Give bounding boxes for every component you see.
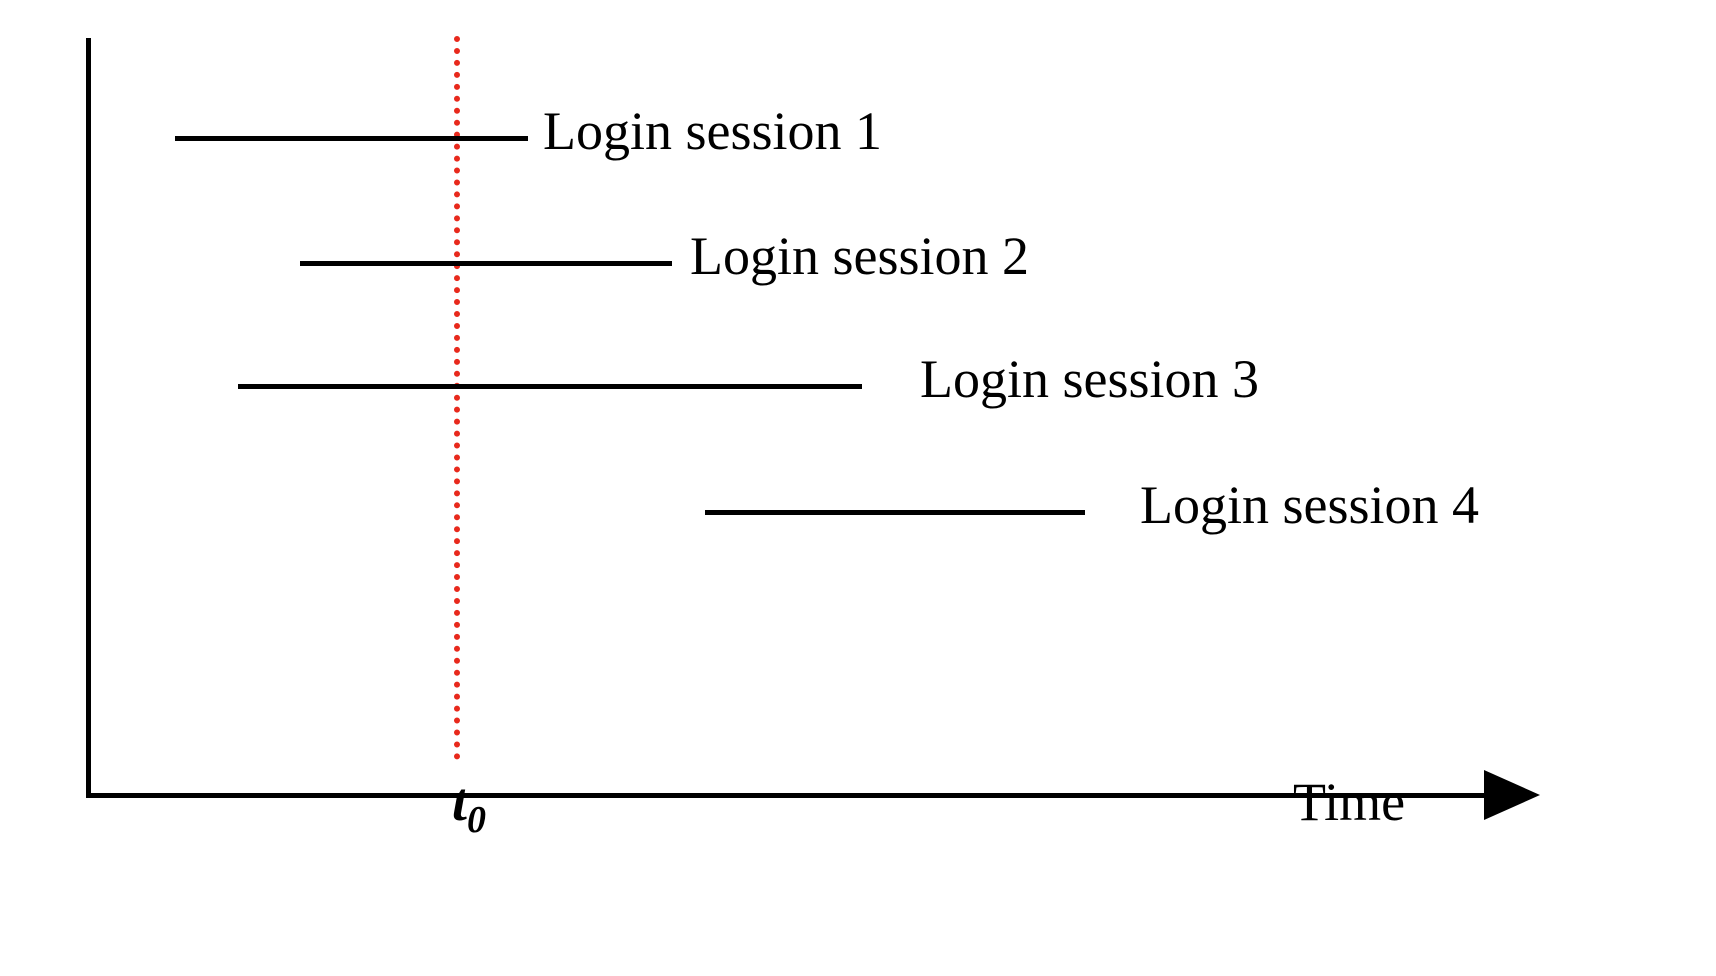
session-line-2	[300, 261, 672, 266]
session-line-3	[238, 384, 862, 389]
t0-reference-line	[454, 36, 460, 760]
t0-symbol: t	[452, 772, 468, 832]
time-axis-caption: Time	[1293, 772, 1406, 832]
session-label-3: Login session 3	[920, 349, 1260, 409]
session-line-1	[175, 136, 528, 141]
y-axis-line	[86, 38, 91, 798]
t0-subscript: 0	[467, 798, 487, 841]
t0-axis-caption: t0	[452, 775, 486, 839]
session-label-4: Login session 4	[1140, 475, 1480, 535]
session-label-1: Login session 1	[543, 101, 883, 161]
session-label-2: Login session 2	[690, 226, 1030, 286]
x-axis-arrow-icon	[1484, 770, 1540, 820]
x-axis-line	[86, 793, 1486, 798]
session-line-4	[705, 510, 1085, 515]
